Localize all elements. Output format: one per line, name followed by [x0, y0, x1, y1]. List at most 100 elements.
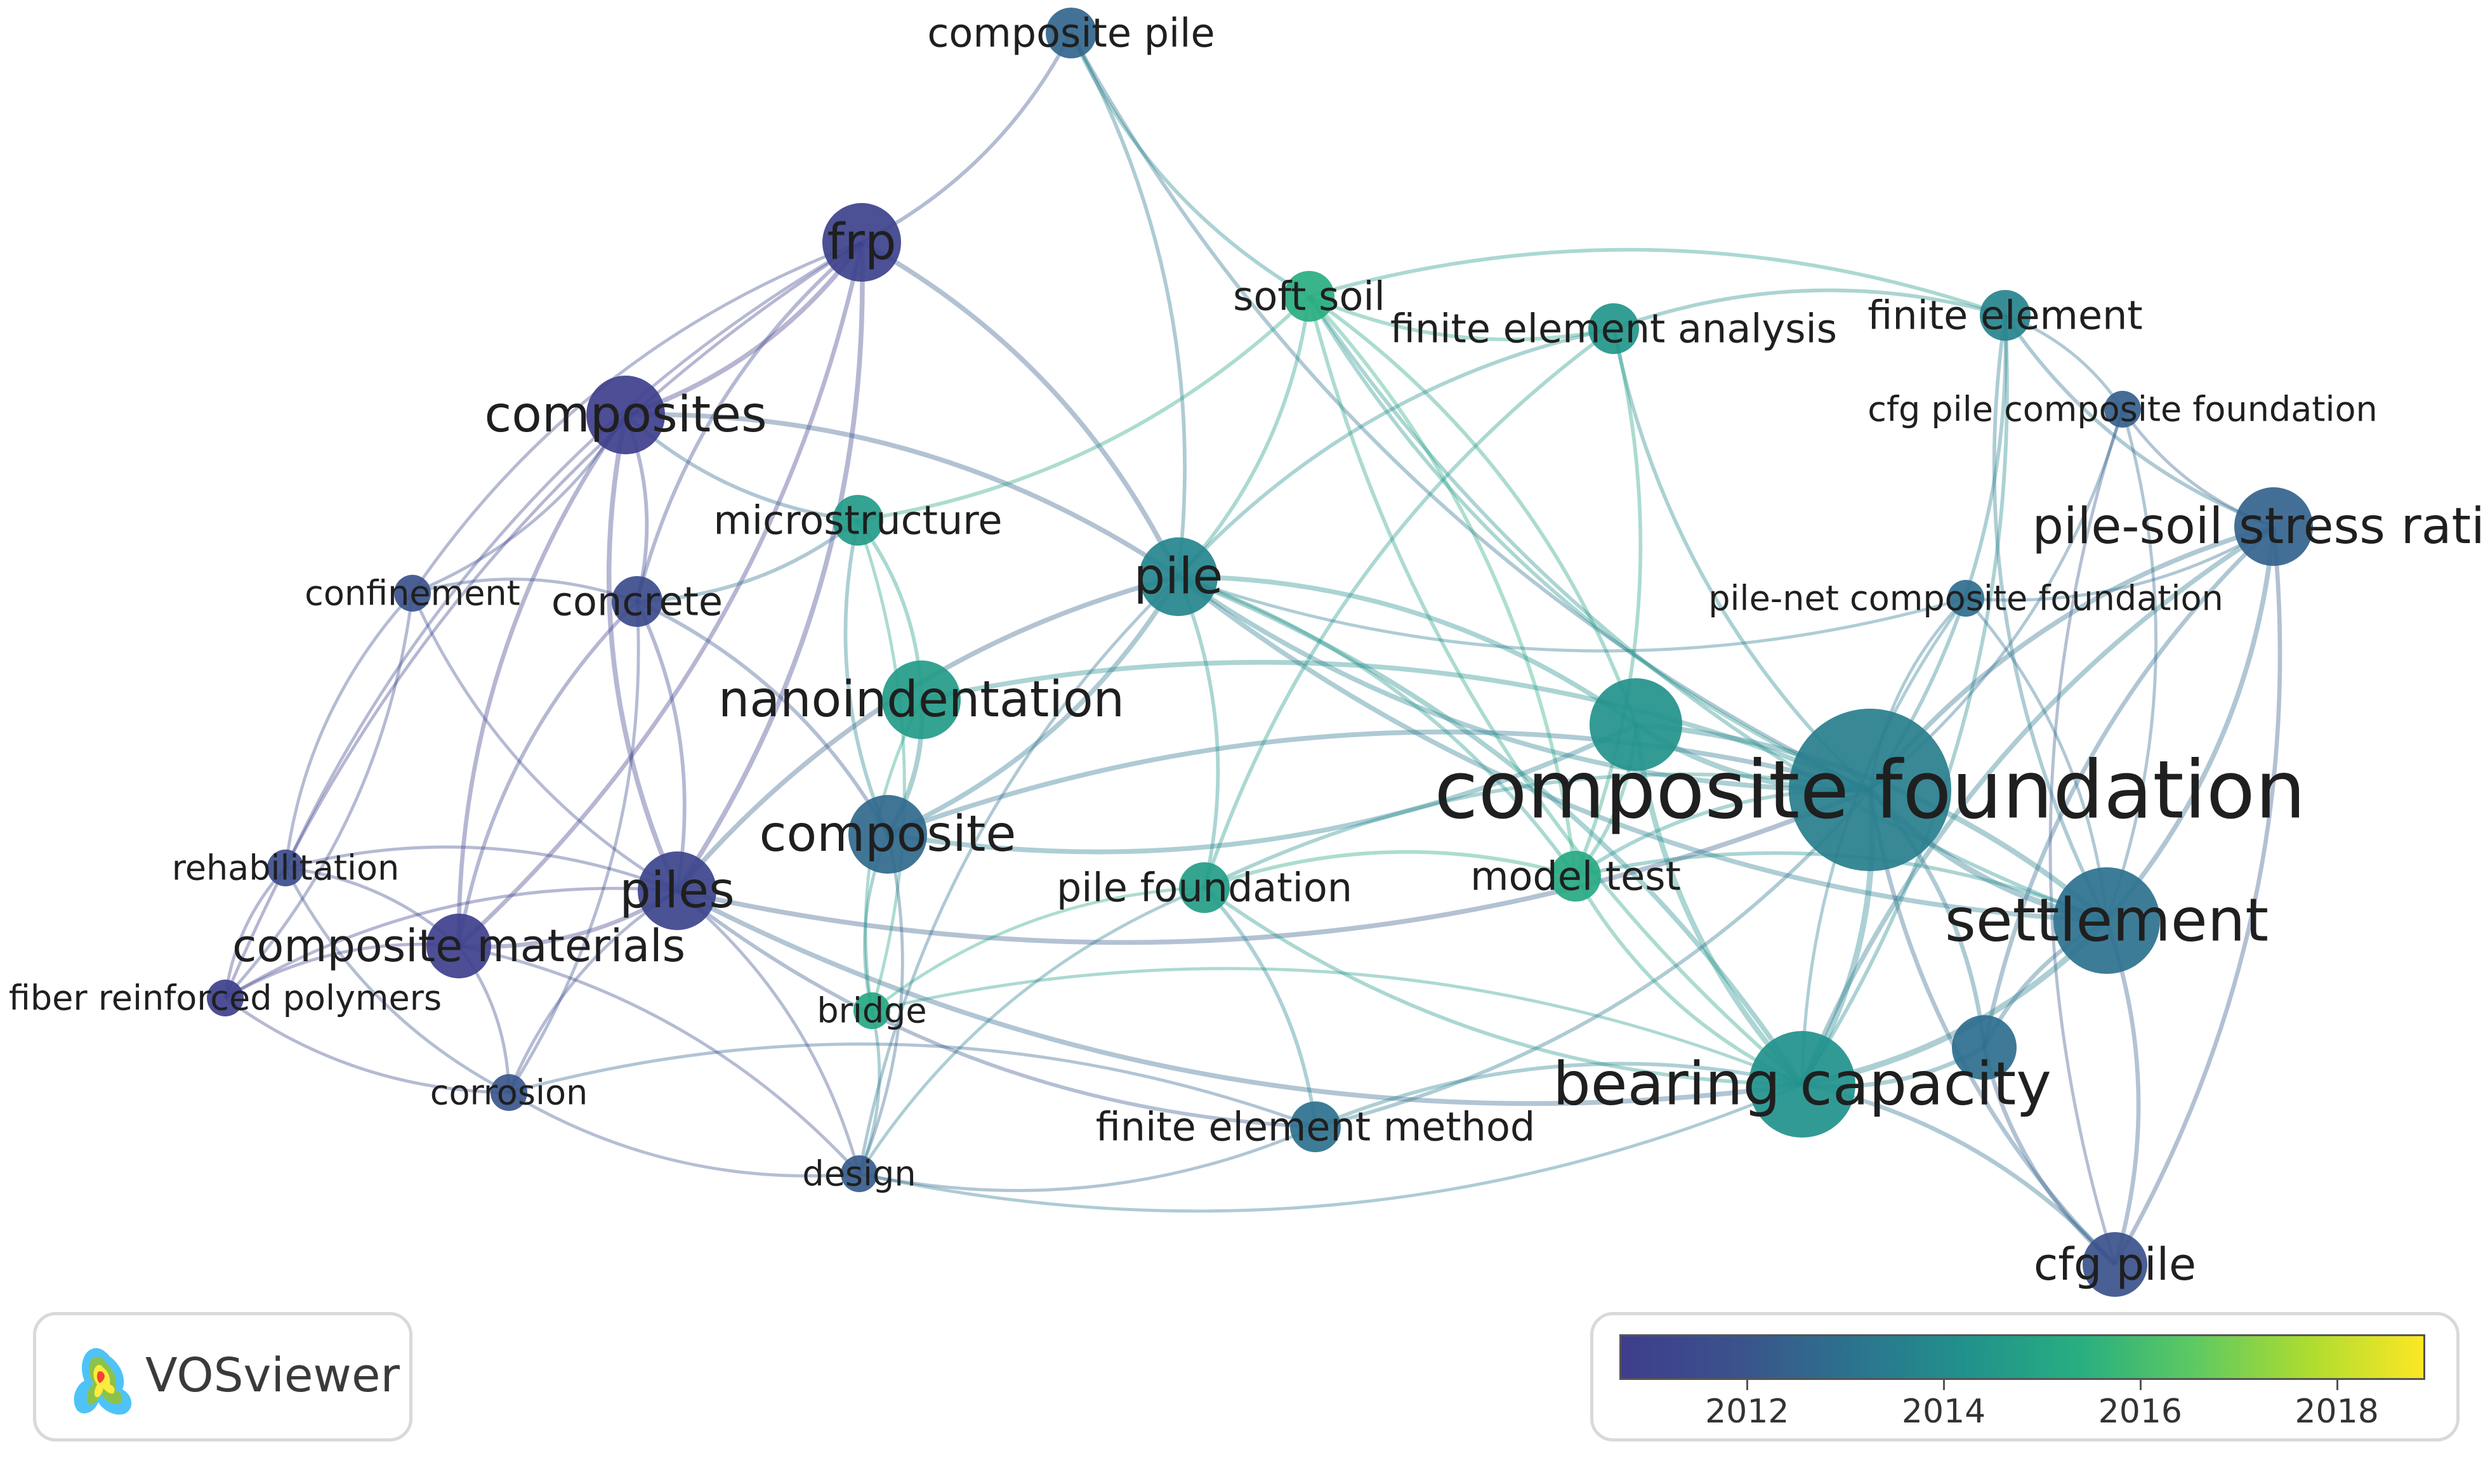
link-fea-pile_foundation — [1202, 327, 1615, 888]
link-fem-piles — [676, 889, 1316, 1129]
link-composites-composite_materials — [456, 414, 628, 947]
node-label-cfg_pile[interactable]: cfg pile — [2034, 1238, 2196, 1290]
node-label-composites[interactable]: composites — [484, 386, 767, 443]
node-composites[interactable] — [586, 376, 665, 454]
node-label-rehabilitation[interactable]: rehabilitation — [172, 848, 400, 888]
node-pssr[interactable] — [2234, 487, 2313, 566]
node-bearing_capacity[interactable] — [1749, 1031, 1855, 1138]
link-concrete-microstructure — [636, 518, 859, 603]
link-soft_soil-fea — [1308, 294, 1614, 342]
node-label-frp[interactable]: frp — [827, 214, 896, 271]
node-label-composite_pile[interactable]: composite pile — [927, 10, 1215, 56]
node-label-model_test[interactable]: model test — [1470, 853, 1681, 900]
node-pncf[interactable] — [1947, 580, 1984, 617]
link-pssr-cfg_pile — [2113, 526, 2282, 1266]
node-bridge[interactable] — [853, 992, 890, 1029]
node-frp[interactable] — [822, 203, 901, 282]
link-pile_foundation-model_test — [1204, 850, 1576, 890]
node-label-composite_foundation[interactable]: composite foundation — [1434, 744, 2306, 837]
node-label-piles[interactable]: piles — [619, 862, 734, 919]
legend-tick-2018 — [2336, 1379, 2338, 1390]
link-confinement-rehabilitation — [284, 592, 414, 869]
link-composite_pile-pile — [1069, 32, 1187, 577]
node-label-pile[interactable]: pile — [1134, 548, 1223, 605]
link-pile-model_test — [1178, 575, 1577, 877]
node-label-confinement[interactable]: confinement — [305, 574, 520, 614]
node-concrete[interactable] — [612, 576, 662, 627]
node-label-finite_element[interactable]: finite element — [1867, 292, 2142, 339]
node-fem[interactable] — [1290, 1101, 1341, 1152]
node-frp_polymers[interactable] — [207, 980, 244, 1016]
legend-tick-label-2012: 2012 — [1705, 1393, 1789, 1431]
node-label-soft_soil[interactable]: soft soil — [1233, 273, 1385, 320]
node-label-composite_materials[interactable]: composite materials — [232, 920, 685, 972]
node-corrosion[interactable] — [491, 1074, 527, 1111]
node-label-pncf[interactable]: pile-net composite foundation — [1708, 579, 2223, 619]
node-piles[interactable] — [638, 851, 716, 930]
node-finite_element[interactable] — [1980, 290, 2031, 341]
node-composite[interactable] — [848, 795, 927, 874]
node-label-bridge[interactable]: bridge — [817, 991, 926, 1031]
link-fem-design — [859, 1125, 1316, 1192]
link-finite_element-pssr — [2003, 314, 2275, 529]
link-design-corrosion — [508, 1091, 860, 1178]
node-label-settlement[interactable]: settlement — [1945, 886, 2269, 955]
link-pssr-bearing_capacity — [1800, 524, 2276, 1086]
node-pile_foundation[interactable] — [1179, 862, 1230, 913]
node-unlabeled_a[interactable] — [1590, 678, 1682, 771]
node-label-fem[interactable]: finite element method — [1096, 1104, 1536, 1150]
legend-tick-2016 — [2139, 1379, 2142, 1390]
node-cfg_pcf[interactable] — [2104, 391, 2141, 428]
node-unlabeled_b[interactable] — [1952, 1015, 2017, 1080]
link-soft_soil-composite_foundation — [1307, 295, 1871, 792]
node-composite_foundation[interactable] — [1789, 709, 1951, 871]
link-rehabilitation-corrosion — [284, 867, 510, 1094]
link-composite_pile-composite_foundation — [1069, 32, 1871, 792]
link-composite-design — [857, 834, 904, 1174]
link-nanoindentation-composite_foundation — [921, 660, 1871, 792]
link-pile-bearing_capacity — [1177, 574, 1805, 1086]
node-label-concrete[interactable]: concrete — [551, 579, 723, 625]
node-confinement[interactable] — [394, 575, 431, 612]
link-pncf-pile — [1178, 575, 1966, 653]
node-design[interactable] — [841, 1155, 878, 1192]
link-unlabeled_a-composite — [887, 722, 1637, 855]
vosviewer-logo-text: VOSviewer — [145, 1348, 400, 1403]
node-nanoindentation[interactable] — [882, 660, 961, 739]
node-settlement[interactable] — [2053, 867, 2160, 974]
link-piles-bearing_capacity — [676, 888, 1803, 1106]
node-label-composite[interactable]: composite — [760, 806, 1017, 863]
node-label-nanoindentation[interactable]: nanoindentation — [718, 671, 1124, 728]
link-microstructure-composite — [843, 520, 890, 836]
node-soft_soil[interactable] — [1284, 271, 1334, 322]
node-cfg_pile[interactable] — [2083, 1232, 2147, 1297]
node-label-cfg_pcf[interactable]: cfg pile composite foundation — [1867, 390, 2377, 430]
link-cfg_pcf-cfg_pile — [2048, 409, 2124, 1265]
node-label-pile_foundation[interactable]: pile foundation — [1057, 865, 1352, 911]
node-microstructure[interactable] — [833, 495, 883, 546]
link-finite_element-bearing_capacity — [1800, 315, 2009, 1086]
link-piles-design — [676, 890, 861, 1174]
node-label-bearing_capacity[interactable]: bearing capacity — [1553, 1050, 2052, 1119]
link-composite-composite_foundation — [886, 729, 1871, 837]
node-label-pssr[interactable]: pile-soil stress ratio — [2032, 498, 2483, 555]
node-model_test[interactable] — [1550, 851, 1601, 902]
node-label-corrosion[interactable]: corrosion — [430, 1073, 588, 1113]
link-soft_soil-bearing_capacity — [1307, 296, 1803, 1086]
node-composite_materials[interactable] — [426, 914, 491, 978]
link-frp-concrete — [635, 240, 863, 602]
link-bearing_capacity-design — [859, 1082, 1803, 1213]
node-fea[interactable] — [1588, 303, 1639, 354]
node-pile[interactable] — [1139, 537, 1218, 616]
link-design-bridge — [857, 1010, 881, 1174]
node-label-design[interactable]: design — [802, 1154, 916, 1194]
node-rehabilitation[interactable] — [267, 850, 304, 886]
node-label-microstructure[interactable]: microstructure — [713, 497, 1002, 544]
node-label-frp_polymers[interactable]: fiber reinforced polymers — [9, 978, 442, 1018]
node-label-fea[interactable]: finite element analysis — [1390, 306, 1837, 352]
link-frp-rehabilitation — [284, 240, 863, 869]
node-composite_pile[interactable] — [1046, 8, 1097, 58]
network-nodes — [207, 8, 2313, 1297]
